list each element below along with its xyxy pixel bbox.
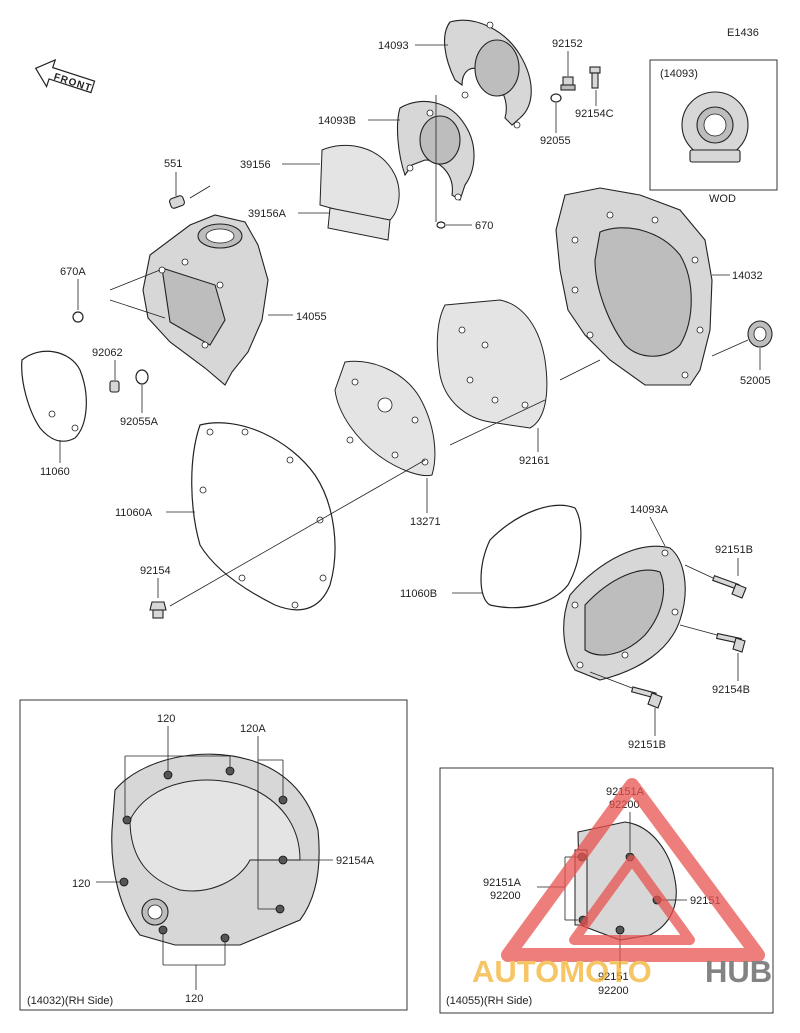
label-92154: 92154 — [140, 565, 171, 577]
front-arrow-icon: FRONT — [34, 58, 96, 94]
inset-14055-caption: (14055)(RH Side) — [446, 995, 532, 1007]
part-92161-damper[interactable] — [436, 299, 548, 429]
inset-14032-caption: (14032)(RH Side) — [27, 995, 113, 1007]
part-39156A-plate[interactable] — [327, 207, 391, 241]
label-14093A: 14093A — [630, 504, 669, 516]
part-14093-cover[interactable] — [444, 19, 532, 129]
label-92154C: 92154C — [575, 108, 614, 120]
inset-14032-label-92154A: 92154A — [336, 855, 375, 867]
part-11060-gasket[interactable] — [21, 350, 87, 442]
part-670A-oring[interactable] — [72, 311, 84, 323]
label-14093B: 14093B — [318, 115, 356, 127]
part-39156-insulator[interactable] — [319, 144, 400, 221]
inset-14055-label-92151A-left: 92151A — [483, 877, 522, 889]
label-11060: 11060 — [40, 466, 70, 478]
inset-wod: (14093) WOD — [649, 59, 778, 205]
part-14055-cover[interactable] — [142, 214, 269, 386]
label-670A: 670A — [60, 266, 86, 278]
label-92152: 92152 — [552, 38, 583, 50]
watermark-automoto: AUTOMOTO — [472, 954, 652, 989]
part-14093A-cover[interactable] — [563, 545, 686, 681]
label-551: 551 — [164, 158, 182, 170]
inset-wod-ref: (14093) — [660, 68, 698, 80]
watermark-logo: AUTOMOTO HUB — [472, 778, 772, 989]
label-14032: 14032 — [732, 270, 763, 282]
part-92055-oring[interactable] — [550, 93, 562, 103]
label-11060B: 11060B — [400, 588, 437, 600]
inset-14032-label-120-left: 120 — [72, 878, 90, 890]
part-551-dowel[interactable] — [169, 195, 186, 209]
part-92055A-oring[interactable] — [135, 369, 149, 385]
diagram-code: E1436 — [727, 27, 759, 39]
inset-wod-caption: WOD — [709, 193, 736, 205]
inset-14055-label-92200-bottom: 92200 — [598, 985, 629, 997]
part-92151B-bolt-top[interactable] — [712, 574, 747, 599]
label-39156A: 39156A — [248, 208, 287, 220]
label-92151B-top: 92151B — [715, 544, 753, 556]
inset-14032-label-120-top: 120 — [157, 713, 175, 725]
label-92062: 92062 — [92, 347, 123, 359]
label-92154B: 92154B — [712, 684, 750, 696]
part-13271-plate[interactable] — [334, 360, 436, 477]
part-14032-cover[interactable] — [555, 187, 713, 386]
watermark-hub: HUB — [705, 954, 772, 989]
label-14055: 14055 — [296, 311, 327, 323]
part-92151B-bolt-bottom[interactable] — [630, 686, 663, 709]
part-11060A-gasket[interactable] — [191, 422, 336, 611]
label-92055: 92055 — [540, 135, 571, 147]
inset-14032-label-120A: 120A — [240, 723, 266, 735]
part-11060B-gasket[interactable] — [480, 504, 582, 609]
part-92062-pin[interactable] — [109, 380, 120, 393]
label-52005: 52005 — [740, 375, 771, 387]
part-92152-collar[interactable] — [560, 76, 576, 91]
part-92154C-bolt[interactable] — [589, 66, 601, 89]
label-13271: 13271 — [410, 516, 441, 528]
label-39156: 39156 — [240, 159, 271, 171]
inset-14055-label-92151-bottom: 92151 — [598, 971, 629, 983]
label-670: 670 — [475, 220, 493, 232]
inset-14032-rh-side: 120 120A 92154A 120 120 (14032)(RH Side) — [19, 699, 408, 1011]
part-52005-seal[interactable] — [747, 320, 773, 348]
label-11060A: 11060A — [115, 507, 153, 519]
label-14093: 14093 — [378, 40, 409, 52]
label-92151B-bottom: 92151B — [628, 739, 666, 751]
part-92154B-bolt[interactable] — [715, 632, 746, 653]
part-670-oring[interactable] — [436, 221, 446, 229]
part-92154-bolt[interactable] — [149, 601, 167, 619]
label-92161: 92161 — [519, 455, 550, 467]
label-92055A: 92055A — [120, 416, 159, 428]
inset-14055-label-92200-left: 92200 — [490, 890, 521, 902]
inset-14032-label-120-bottom: 120 — [185, 993, 203, 1005]
